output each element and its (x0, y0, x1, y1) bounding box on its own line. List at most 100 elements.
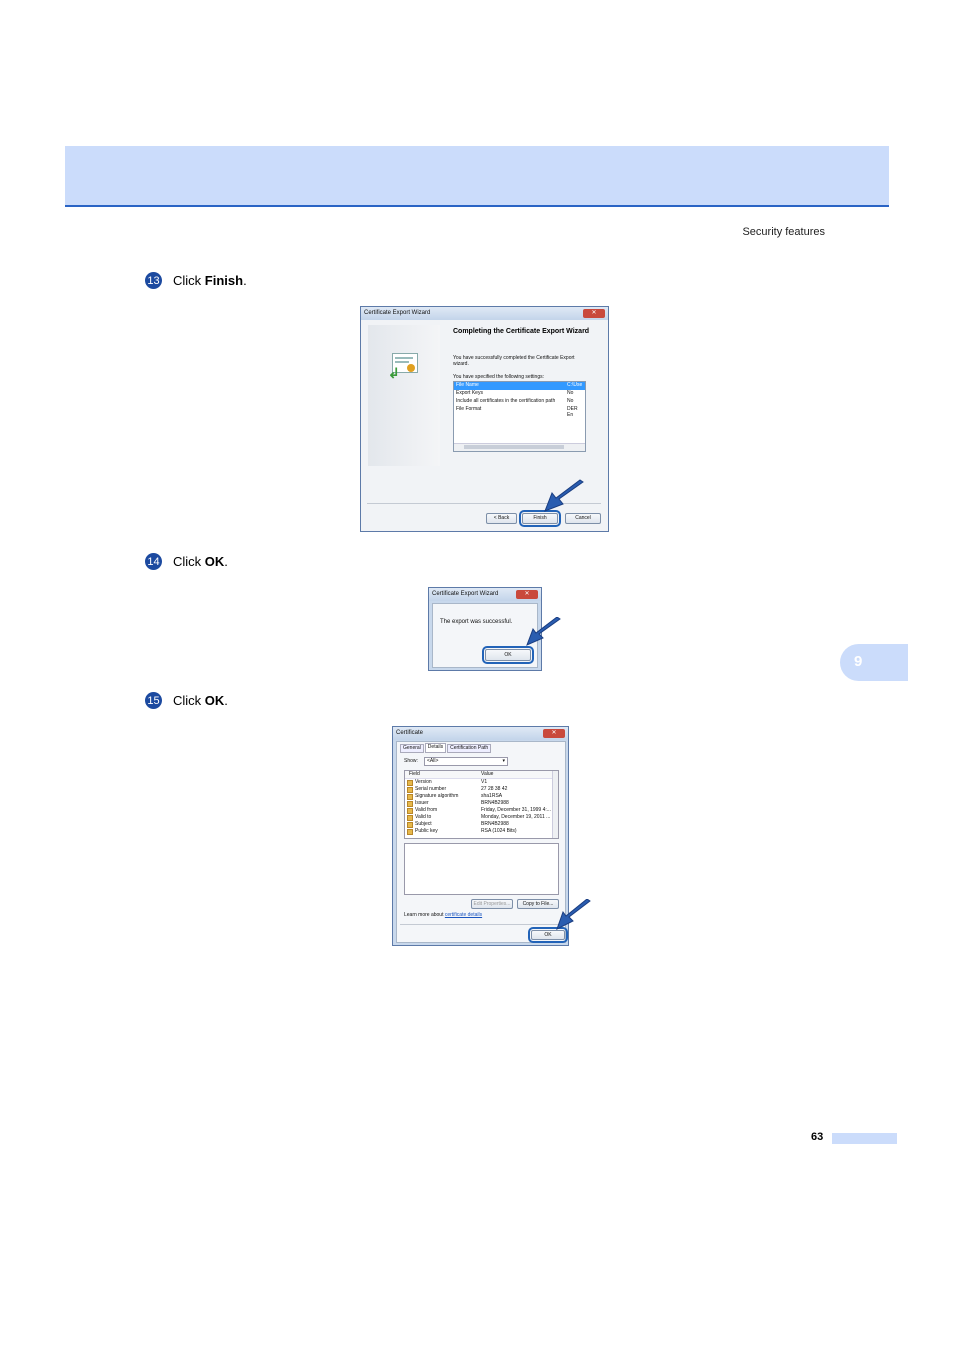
show-label: Show: (404, 758, 418, 764)
close-icon[interactable]: ✕ (583, 309, 605, 318)
field-icon (407, 815, 413, 821)
list-item[interactable]: Include all certificates in the certific… (454, 398, 585, 406)
field-name: Version (415, 779, 432, 785)
tab-general[interactable]: General (400, 744, 424, 753)
show-select[interactable]: <All>▾ (424, 757, 508, 766)
field-value: BRN4B2988 (481, 821, 509, 827)
step-text-bold: OK (204, 554, 225, 569)
step-number-badge: 13 (145, 272, 162, 289)
tab-strip: General Details Certification Path (400, 743, 492, 753)
table-row[interactable]: Public key RSA (1024 Bits) (405, 828, 558, 835)
field-name: Subject (415, 821, 432, 827)
wizard-heading: Completing the Certificate Export Wizard (453, 328, 590, 335)
scrollbar-thumb[interactable] (464, 445, 564, 449)
pointer-arrow-icon (526, 617, 561, 646)
setting-name: Export Keys (456, 390, 483, 396)
pointer-arrow-icon (556, 899, 591, 931)
copy-to-file-button[interactable]: Copy to File... (517, 899, 559, 909)
certificate-screenshot: Certificate ✕ General Details Certificati… (392, 726, 569, 946)
wizard-side-panel: ↲ (368, 325, 440, 466)
vertical-scrollbar[interactable] (552, 771, 558, 838)
close-icon[interactable]: ✕ (543, 729, 565, 738)
field-value: sha1RSA (481, 793, 503, 799)
window-titlebar: Certificate Export Wizard ✕ (429, 588, 541, 601)
field-icon (407, 801, 413, 807)
setting-value: C:\Use (567, 382, 583, 388)
certificate-details-link[interactable]: certificate details (444, 912, 483, 918)
step-text-prefix: Click (173, 554, 205, 569)
step-text-prefix: Click (173, 273, 205, 288)
field-name: Valid to (415, 814, 432, 820)
field-value: V1 (481, 779, 488, 785)
table-row[interactable]: Subject BRN4B2988 (405, 821, 558, 828)
chapter-banner (65, 146, 889, 207)
col-field-header: Field (409, 771, 420, 777)
page-number-bar (832, 1133, 897, 1144)
setting-value: No (567, 398, 574, 404)
setting-value: No (567, 390, 574, 396)
success-message: The export was successful. (440, 619, 513, 625)
pointer-arrow-icon (544, 479, 584, 512)
window-title: Certificate Export Wizard (432, 591, 499, 597)
certificate-icon (392, 353, 418, 373)
field-name: Public key (415, 828, 438, 834)
step-text-suffix: . (243, 273, 247, 288)
setting-name: Include all certificates in the certific… (456, 398, 556, 404)
col-value-header: Value (481, 771, 494, 777)
field-name: Signature algorithm (415, 793, 459, 799)
step-text-bold: OK (204, 693, 225, 708)
step-text-suffix: . (224, 554, 228, 569)
field-icon (407, 822, 413, 828)
field-icon (407, 787, 413, 793)
divider (400, 924, 562, 925)
tab-details[interactable]: Details (424, 743, 447, 753)
page-number: 63 (811, 1131, 824, 1143)
field-icon (407, 794, 413, 800)
learn-more-prefix: Learn more about (404, 912, 445, 918)
step-15: 15 Click OK. (145, 692, 228, 709)
step-text-prefix: Click (173, 693, 205, 708)
chapter-number: 9 (854, 653, 863, 670)
field-value: RSA (1024 Bits) (481, 828, 517, 834)
back-button[interactable]: < Back (486, 513, 517, 524)
wizard-specified-text: You have specified the following setting… (453, 374, 544, 380)
step-13: 13 Click Finish. (145, 272, 247, 289)
learn-more-text: Learn more about certificate details (404, 912, 482, 918)
window-titlebar: Certificate ✕ (393, 727, 568, 740)
setting-name: File Format (456, 406, 482, 412)
field-name: Issuer (415, 800, 429, 806)
dialog-body: The export was successful. OK (432, 603, 538, 668)
field-value: Friday, December 31, 1999 4:... (481, 807, 551, 813)
ok-button[interactable]: OK (482, 646, 534, 664)
edit-properties-button[interactable]: Edit Properties... (471, 899, 513, 909)
table-row[interactable]: Signature algorithm sha1RSA (405, 793, 558, 800)
table-row[interactable]: Version V1 (405, 779, 558, 786)
step-number-badge: 15 (145, 692, 162, 709)
horizontal-scrollbar[interactable] (454, 443, 585, 451)
running-head: Security features (742, 226, 825, 238)
wizard-success-text: You have successfully completed the Cert… (453, 355, 575, 367)
chapter-tab: 9 (840, 644, 908, 681)
value-details-box (404, 843, 559, 895)
green-arrow-icon: ↲ (388, 365, 400, 381)
ok-button[interactable]: OK (528, 927, 568, 943)
close-icon[interactable]: ✕ (516, 590, 538, 599)
finish-button[interactable]: Finish (519, 510, 561, 527)
list-header: Field Value (405, 771, 558, 779)
window-title: Certificate Export Wizard (364, 310, 431, 316)
window-title: Certificate (396, 730, 424, 736)
list-item[interactable]: Export Keys No (454, 390, 585, 398)
step-number-badge: 14 (145, 553, 162, 570)
cancel-button[interactable]: Cancel (565, 513, 601, 524)
chevron-down-icon: ▾ (502, 758, 505, 764)
tab-certification-path[interactable]: Certification Path (447, 744, 492, 753)
certificate-body: General Details Certification Path Show:… (396, 741, 568, 943)
